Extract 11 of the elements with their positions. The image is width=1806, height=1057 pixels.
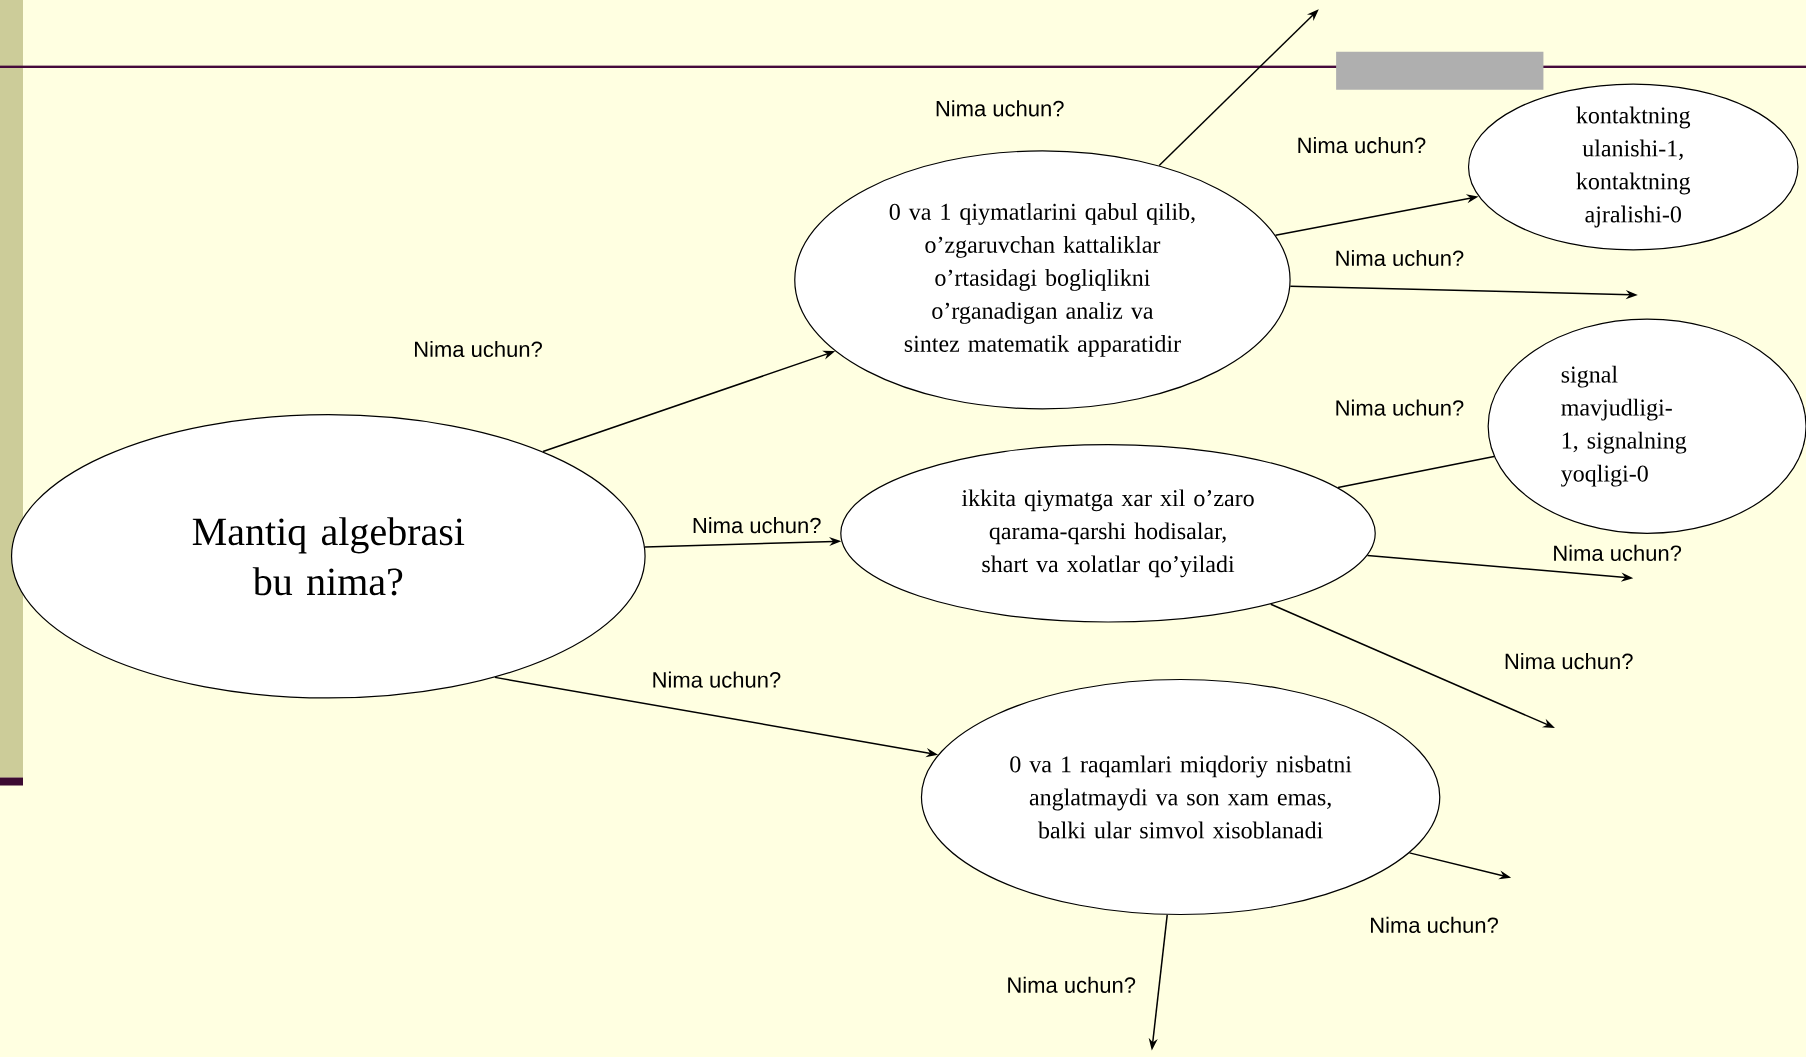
edge-label: Nima uchun?	[1502, 652, 1635, 671]
ellipse-node: 0 va 1 qiymatlarini qabul qilib, o’zgaruvchan kattaliklar o’rtasidagi bogliqlikni o’rganadigan analiz va sintez matematik apparatidir	[794, 150, 1291, 410]
ellipse-node: 0 va 1 raqamlari miqdoriy nisbatni anglatmaydi va son xam emas, balki ular simvol xisoblanadi	[920, 678, 1441, 916]
edge-label: Nima uchun?	[690, 516, 823, 535]
edge-label: Nima uchun?	[1295, 136, 1428, 155]
edge-label: Nima uchun?	[933, 99, 1066, 118]
arrow	[1158, 9, 1319, 167]
ellipse-node: signal mavjudligi-1, signalning yoqligi-0	[1487, 318, 1806, 534]
ellipse-node: kontaktning ulanishi-1, kontaktning ajralishi-0	[1467, 83, 1799, 251]
ellipse-node: ikkita qiymatga xar xil o’zaro qarama-qarshi hodisalar, shart va xolatlar qo’yiladi	[840, 444, 1376, 623]
ellipse-node: Mantiq algebrasi bu nima?	[10, 414, 646, 699]
